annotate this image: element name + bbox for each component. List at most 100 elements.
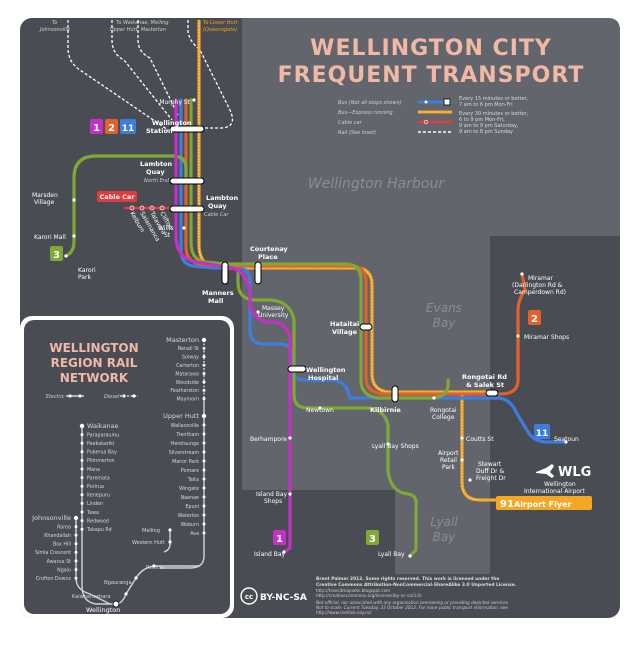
legend-freq2b: 6 to 9 pm Mon-Fri, (459, 117, 505, 123)
label-willis-2: St (164, 232, 171, 239)
wairarapa-station-label: Matarawa (175, 371, 199, 377)
cable-car-label: Cable Car (99, 193, 135, 201)
badge-route-3-karori-label: 3 (53, 250, 60, 261)
legend-bus-station (443, 98, 451, 106)
label-lambton-north-1: Lambton (140, 160, 173, 168)
cable-stop-salamanca (139, 205, 145, 211)
sea-area (242, 18, 620, 574)
inset-western-hutt-dot (168, 540, 172, 544)
kapiti-station-label: Linden (87, 501, 103, 507)
label-hospital-2: Hospital (308, 374, 338, 382)
wairarapa-station-dot (201, 337, 207, 343)
route-11-line (179, 98, 568, 444)
label-lambton-quay-3: Cable Car (204, 212, 229, 218)
wairarapa-station-dot (202, 372, 206, 376)
inset-kaiwharawhara: Kaiwharawhara (72, 594, 111, 600)
station-manners (221, 261, 229, 285)
kapiti-station-label: Takapu Rd (86, 527, 112, 533)
hutt-station-dot (202, 450, 206, 454)
label-kilbirnie: Kilbirnie (370, 406, 401, 414)
badge-route-11-seatoun-label: 11 (536, 429, 549, 439)
wairarapa-station-dot (202, 363, 206, 367)
airport-name-2: International Airport (524, 488, 585, 495)
kapiti-rail (111, 20, 173, 121)
route-badges: 1 2 11 3 2 11 1 3 (50, 119, 550, 545)
johnsonville-station-dot (73, 515, 79, 521)
legend-freq2d: 9 am to 8 pm Sunday (459, 129, 513, 135)
hutt-stations: Upper HuttWallacevilleTrenthamHeretaunga… (163, 412, 207, 537)
kapiti-station-label: Paremata (87, 475, 110, 481)
kapiti-station-label: Waikanae (87, 422, 119, 430)
johnsonville-station-label: Awarua St (47, 559, 71, 565)
legend-cable-stop (423, 119, 429, 125)
johnsonville-station-label: Khandallah (44, 533, 71, 539)
evans-bay-label-1: Evans (426, 301, 462, 315)
hutt-station-label: Manor Park (172, 459, 199, 465)
stop-murphy (192, 98, 196, 102)
wairarapa-station-label: Maymorn (177, 397, 199, 403)
hutt-station-label: Naenae (181, 495, 199, 501)
badge-route-1 (90, 119, 103, 134)
license-line-4: http://creativecommons.org/licenses/by-n… (316, 593, 422, 598)
station-rongotai-rd (485, 389, 499, 397)
kapiti-station-dot (80, 501, 84, 505)
stop-lyall-bay (408, 554, 412, 558)
inset-kaiwharawhara-dot (124, 592, 128, 596)
johnsonville-station-label: Raroa (57, 524, 71, 530)
wairarapa-station-dot (202, 397, 206, 401)
airport-flyer-badge (496, 496, 592, 510)
stop-newtown (318, 406, 322, 410)
label-rongotai-rd-2: & Salek St (466, 381, 504, 389)
kapiti-station-dot (80, 467, 84, 471)
inset-melling-dot (168, 528, 172, 532)
johnsonville-rail (67, 30, 169, 131)
stop-karori-mall (72, 234, 76, 238)
label-lambton-north-3: North End (144, 178, 170, 184)
badge-route-2-miramar-label: 2 (531, 314, 538, 325)
legend-rail-label: Rail (See inset) (338, 130, 376, 136)
stop-stewart-duff (468, 478, 472, 482)
airport-flyer-number: 91 (500, 499, 514, 510)
label-stewart-3: Freight Dr (476, 475, 506, 482)
hutt-station-label: Woburn (181, 522, 199, 528)
johnsonville-station-label: Johnsonville (31, 514, 71, 522)
kapiti-station-label: Paekakariki (87, 441, 114, 447)
inset-wellington-dot (112, 600, 120, 608)
kapiti-station-label: Porirua (87, 484, 104, 490)
label-lyall-bay: Lyall Bay (378, 551, 405, 558)
to-lower-hutt-1: To Lower Hutt (203, 20, 239, 26)
label-miramar-1: Miramar (528, 275, 554, 282)
hutt-station-dot (201, 413, 207, 419)
legend-freq2a: Every 30 minutes or better, (459, 111, 529, 117)
label-karori-park-2: Park (78, 274, 91, 281)
hutt-station-label: Heretaunga (171, 441, 199, 447)
license-block: cc BY-NC-SA Brent Palmer 2012. Some righ… (240, 576, 517, 615)
stations (169, 125, 499, 403)
hutt-station-dot (202, 504, 206, 508)
cable-stop-kelburn (129, 205, 135, 211)
wairarapa-station-label: Featherston (170, 388, 199, 394)
johnsonville-station-label: Simla Crescent (35, 550, 71, 556)
title-line-2: FREQUENT TRANSPORT (278, 63, 585, 88)
label-massey-2: University (258, 312, 289, 319)
hutt-station-label: Wingate (179, 486, 199, 492)
badge-route-1-label: 1 (93, 123, 100, 134)
station-approach-rail (187, 20, 234, 129)
license-line-2: Creative Commons Attribution-NonCommerci… (316, 582, 517, 588)
label-rongotai-college-2: College (432, 414, 455, 421)
hutt-station-dot (202, 423, 206, 427)
wairarapa-station-dot (202, 388, 206, 392)
license-badge: BY-NC-SA (260, 593, 307, 603)
to-johnsonville-1: To (52, 20, 58, 26)
hutt-station-dot (202, 432, 206, 436)
license-line-6: Not to scale. Current Tuesday, 23 Octobe… (316, 605, 508, 610)
map-background (20, 18, 620, 618)
legend-freq2c: 9 am to 9 pm Saturday, (459, 123, 519, 129)
kapiti-station-label: Tawa (86, 510, 99, 516)
airport-flyer-name: Airport Flyer (514, 500, 572, 509)
title-line-1: WELLINGTON CITY (310, 36, 552, 61)
cable-car: Cable Car Kelburn Salamanca Talavera Cli… (97, 191, 176, 243)
badge-route-3-karori (50, 246, 63, 261)
lyall-bay-label-1: Lyall (430, 515, 458, 529)
inset-ngauranga-dot (134, 576, 138, 580)
